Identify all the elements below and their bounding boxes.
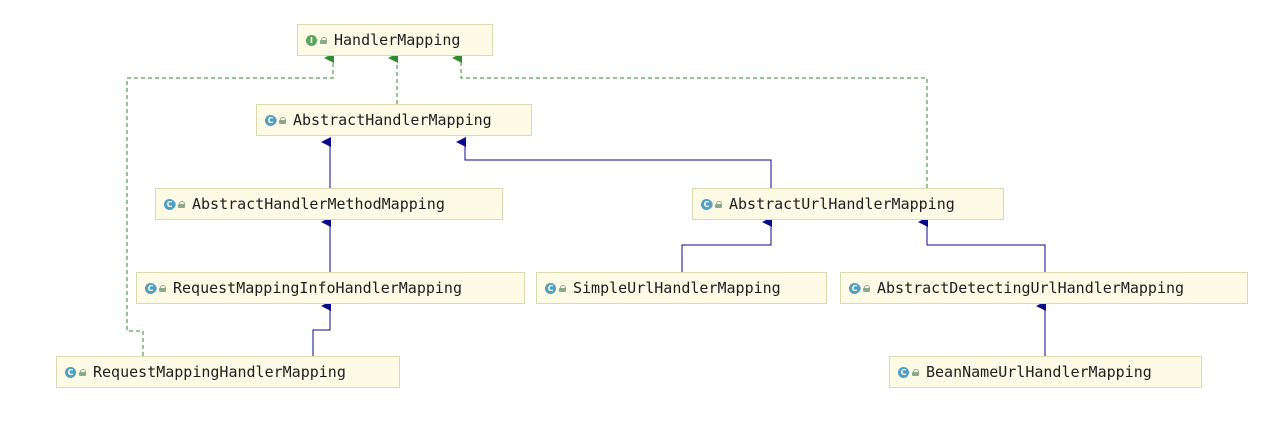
node-request-mapping-handler-mapping[interactable]: C RequestMappingHandlerMapping (56, 356, 400, 388)
public-visibility-icon (320, 37, 328, 44)
node-label: AbstractHandlerMapping (293, 111, 492, 129)
node-request-mapping-info-handler-mapping[interactable]: C RequestMappingInfoHandlerMapping (136, 272, 525, 304)
node-handler-mapping[interactable]: I HandlerMapping (297, 24, 493, 56)
public-visibility-icon (159, 285, 167, 292)
node-label: SimpleUrlHandlerMapping (573, 279, 781, 297)
node-label: AbstractHandlerMethodMapping (192, 195, 445, 213)
node-label: AbstractDetectingUrlHandlerMapping (877, 279, 1185, 297)
abstract-class-icon: C (849, 282, 860, 294)
edge-implements-abstracturlhandlermapping (452, 53, 928, 188)
node-abstract-url-handler-mapping[interactable]: C AbstractUrlHandlerMapping (692, 188, 1004, 220)
node-label: HandlerMapping (334, 31, 461, 49)
edge-extends-requestmappinghandlermapping (312, 301, 331, 356)
public-visibility-icon (559, 285, 567, 292)
public-visibility-icon (863, 285, 871, 292)
node-label: BeanNameUrlHandlerMapping (926, 363, 1152, 381)
abstract-class-icon: C (701, 198, 712, 210)
node-simple-url-handler-mapping[interactable]: C SimpleUrlHandlerMapping (536, 272, 827, 304)
edge-extends-abstracturlhandlermapping (456, 137, 772, 188)
public-visibility-icon (715, 201, 723, 208)
edge-extends-simpleurlhandlermapping (681, 217, 772, 272)
class-icon: C (65, 366, 76, 378)
class-icon: C (898, 366, 909, 378)
node-abstract-detecting-url-handler-mapping[interactable]: C AbstractDetectingUrlHandlerMapping (840, 272, 1248, 304)
node-label: AbstractUrlHandlerMapping (729, 195, 955, 213)
node-label: RequestMappingInfoHandlerMapping (173, 279, 462, 297)
public-visibility-icon (912, 369, 920, 376)
interface-icon: I (306, 34, 317, 46)
node-label: RequestMappingHandlerMapping (93, 363, 346, 381)
node-bean-name-url-handler-mapping[interactable]: C BeanNameUrlHandlerMapping (889, 356, 1202, 388)
abstract-class-icon: C (265, 114, 276, 126)
public-visibility-icon (279, 117, 287, 124)
abstract-class-icon: C (145, 282, 156, 294)
edge-extends-abstractdetectingurlhandlermapping (918, 217, 1046, 272)
public-visibility-icon (79, 369, 87, 376)
node-abstract-handler-mapping[interactable]: C AbstractHandlerMapping (256, 104, 532, 136)
class-icon: C (545, 282, 556, 294)
node-abstract-handler-method-mapping[interactable]: C AbstractHandlerMethodMapping (155, 188, 503, 220)
abstract-class-icon: C (164, 198, 175, 210)
public-visibility-icon (178, 201, 186, 208)
